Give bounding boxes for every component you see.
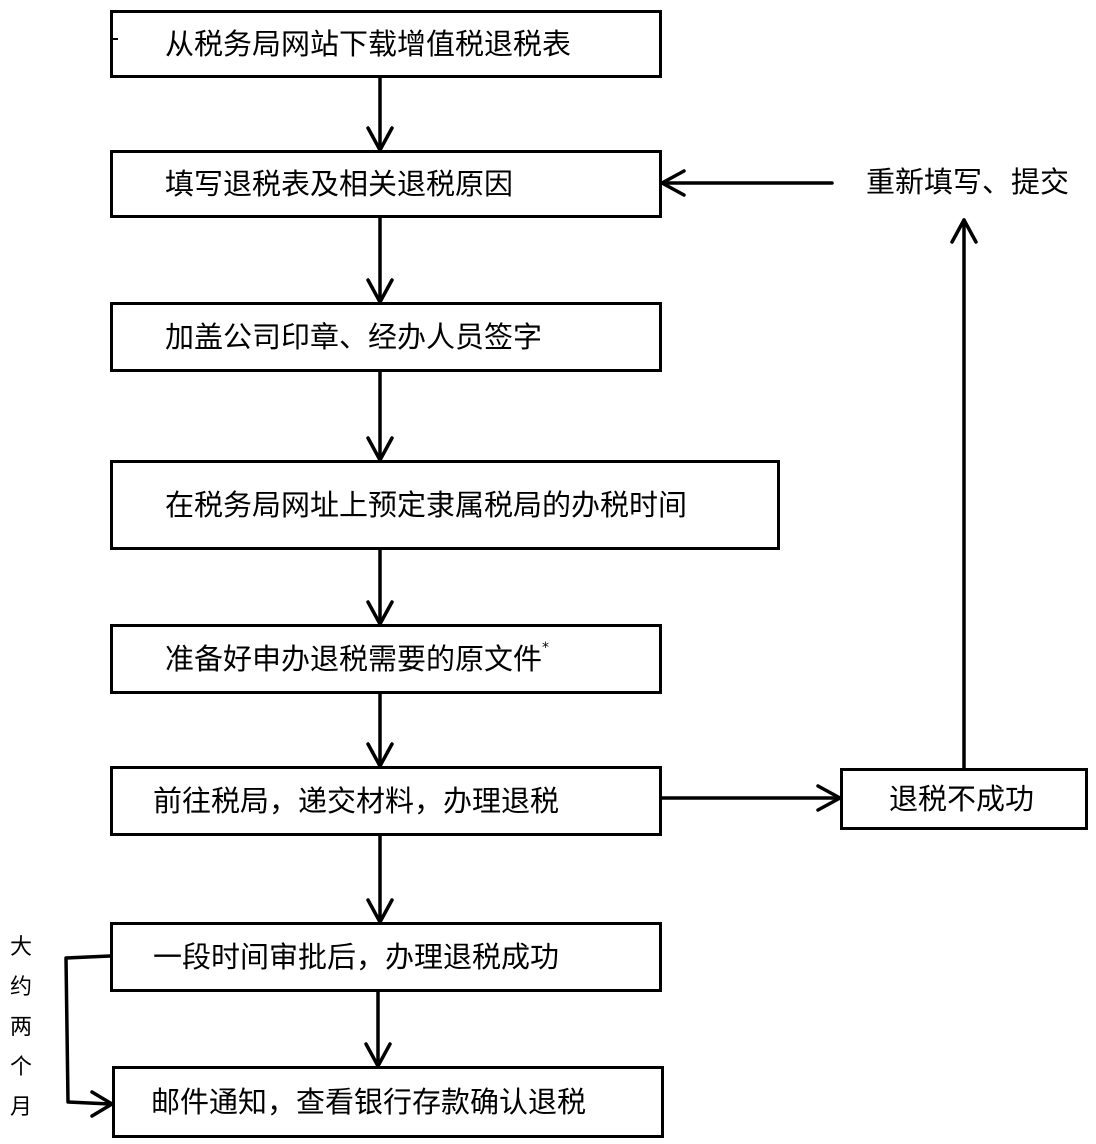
step-download-form: 从税务局网站下载增值税退税表: [110, 10, 662, 78]
step-download-form-text: 从税务局网站下载增值税退税表: [165, 26, 572, 61]
arrowhead-failure-to-resubmit: [950, 218, 978, 244]
step-prepare-documents-text: 准备好申办退税需要的原文件*: [165, 641, 549, 676]
footnote-mark: *: [542, 639, 550, 656]
step-email-confirm-text: 邮件通知，查看银行存款确认退税: [151, 1084, 587, 1119]
resubmit-label: 重新填写、提交: [866, 165, 1070, 199]
step-refund-success-text: 一段时间审批后，办理退税成功: [153, 939, 560, 974]
duration-bracket: [64, 954, 112, 1106]
duration-char: 月: [9, 1095, 32, 1120]
step-submit-materials: 前往税局，递交材料，办理退税: [110, 766, 662, 836]
duration-label: 大 约 两 个 月: [6, 928, 36, 1128]
step-fill-form-text: 填写退税表及相关退税原因: [165, 166, 514, 201]
failure-box: 退税不成功: [840, 768, 1088, 830]
duration-char: 约: [9, 975, 32, 1000]
step-fill-form: 填写退税表及相关退税原因: [110, 150, 662, 218]
step-stamp-sign: 加盖公司印章、经办人员签字: [110, 302, 662, 372]
step-prepare-documents-label: 准备好申办退税需要的原文件: [165, 641, 543, 676]
duration-char: 个: [9, 1055, 32, 1080]
step-book-appointment-text: 在税务局网址上预定隶属税局的办税时间: [165, 487, 688, 522]
duration-char: 大: [9, 935, 32, 960]
step-submit-materials-text: 前往税局，递交材料，办理退税: [153, 783, 560, 818]
step-book-appointment: 在税务局网址上预定隶属税局的办税时间: [110, 460, 780, 550]
arrowhead-resubmit-to-step2: [660, 169, 686, 197]
duration-char: 两: [9, 1015, 32, 1040]
stray-mark: [112, 38, 118, 40]
step-stamp-sign-text: 加盖公司印章、经办人员签字: [165, 319, 543, 354]
failure-box-text: 退税不成功: [889, 781, 1035, 816]
step-email-confirm: 邮件通知，查看银行存款确认退税: [112, 1066, 664, 1138]
step-prepare-documents: 准备好申办退税需要的原文件*: [110, 624, 662, 694]
step-refund-success: 一段时间审批后，办理退税成功: [110, 922, 662, 992]
